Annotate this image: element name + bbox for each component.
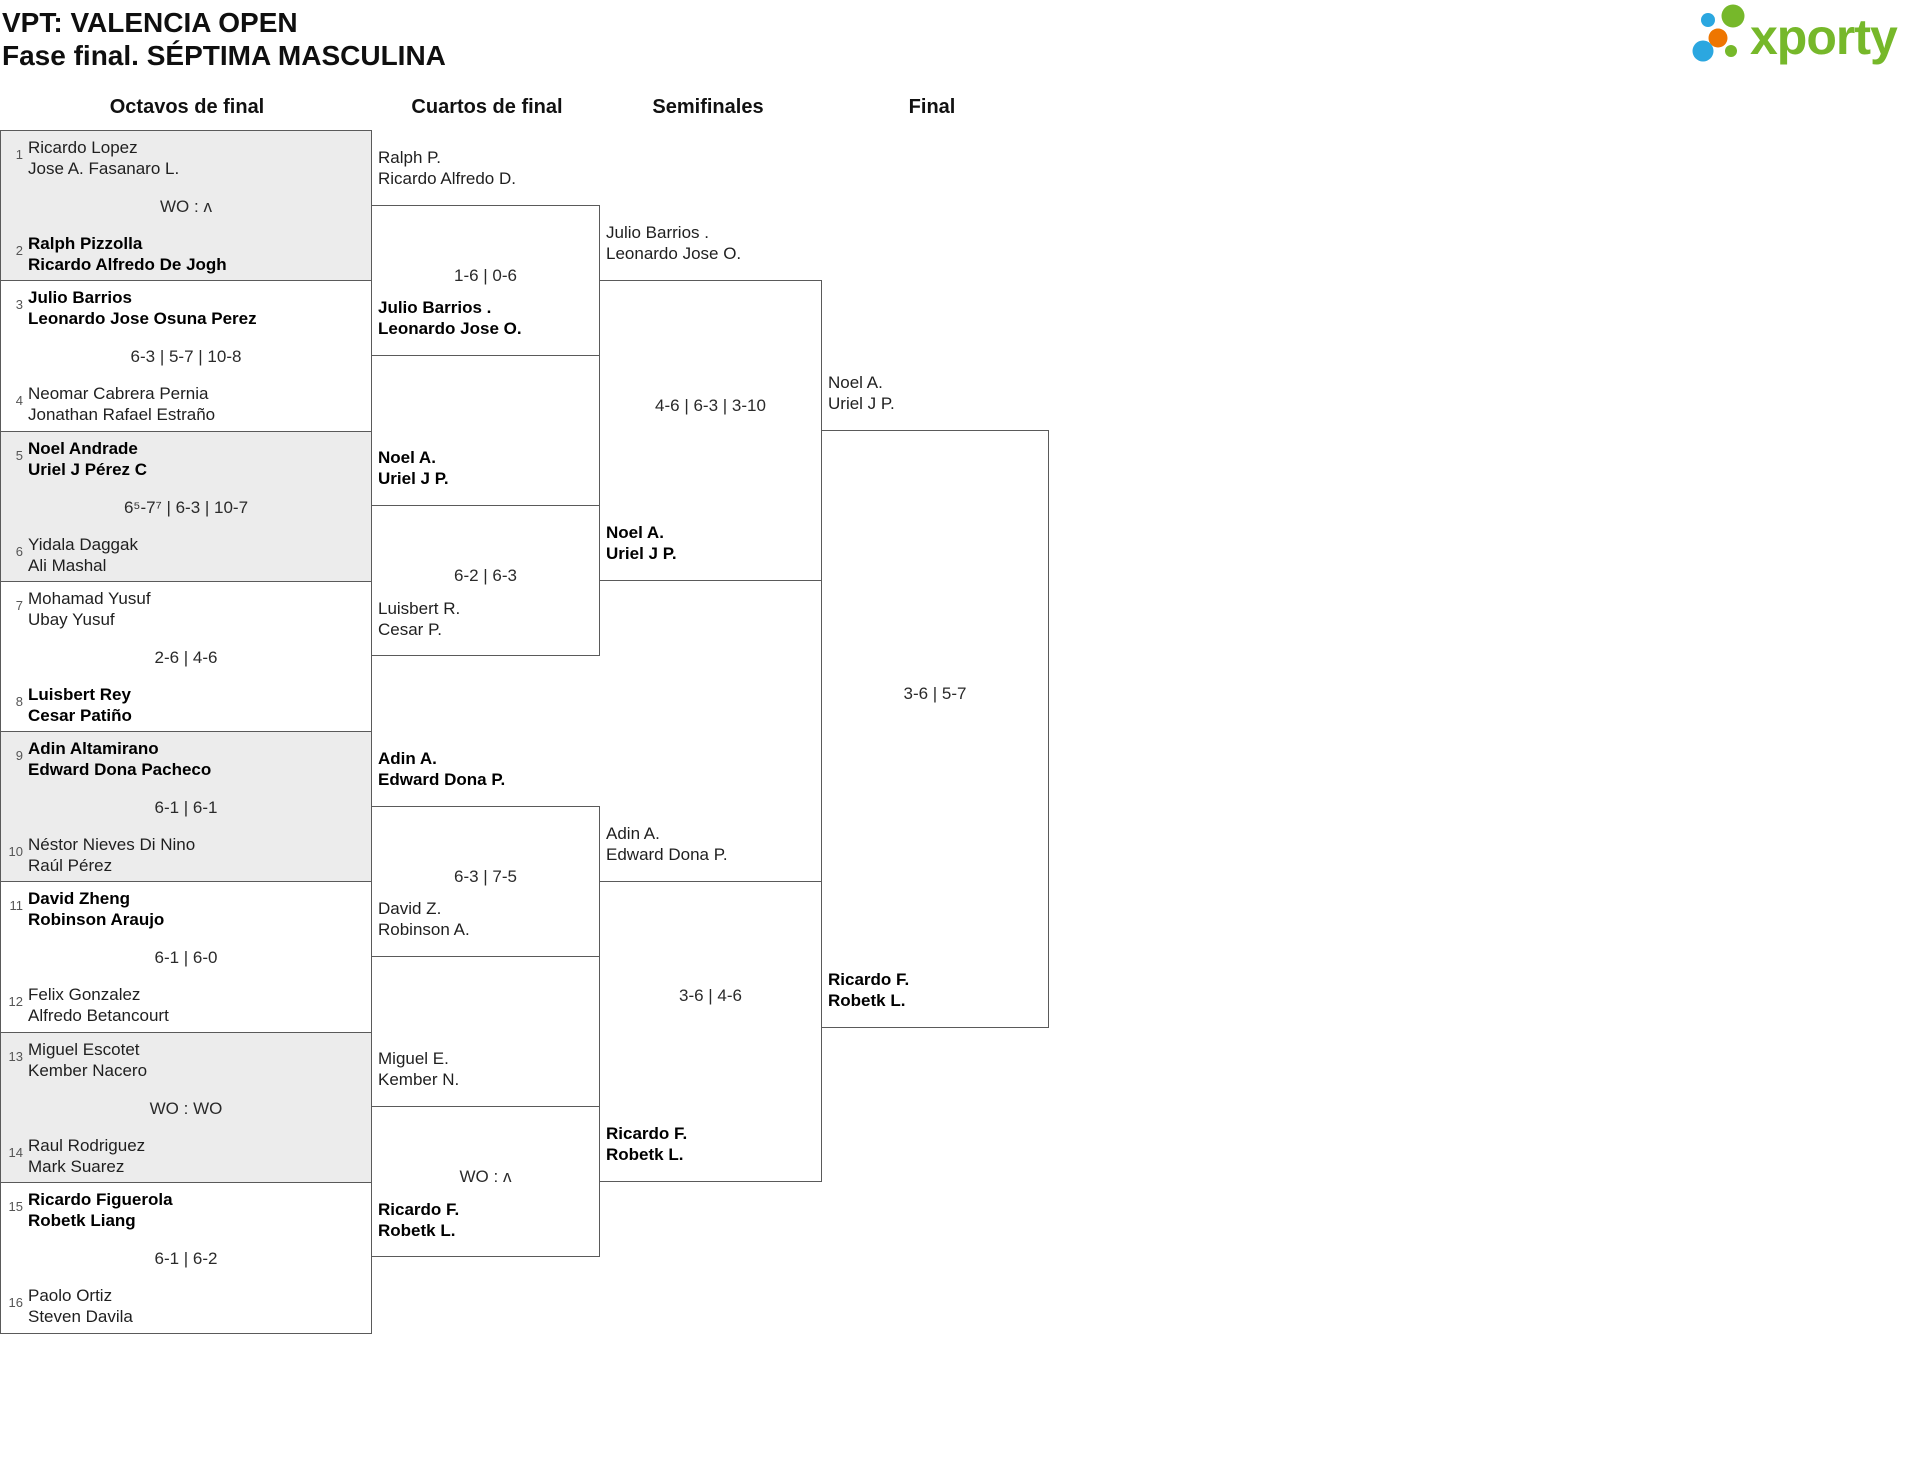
seed-number: 6 (15, 543, 23, 559)
logo-dot-blue-small (1701, 13, 1715, 27)
seed-number: 8 (15, 693, 23, 709)
team-names: Noel Andrade Uriel J Pérez C (28, 438, 148, 479)
match-score: 4-6 | 6-3 | 3-10 (655, 396, 766, 415)
logo-dot-green-big (1721, 4, 1745, 28)
match-score: WO : ʌ (459, 1167, 512, 1186)
team-names: Julio Barrios Leonardo Jose Osuna Perez (28, 288, 257, 329)
match-score: 6⁵-7⁷ | 6-3 | 10-7 (123, 497, 249, 517)
round-header-cuartos: Cuartos de final (411, 96, 563, 118)
tournament-name: VPT: VALENCIA OPEN (2, 7, 298, 38)
final-match-box: 3-6 | 5-7 (821, 430, 1049, 1028)
r16-match-6: 11 David Zheng Robinson Araujo 6-1 | 6-0… (1, 882, 371, 1033)
seed-number: 16 (8, 1294, 23, 1310)
seed-number: 9 (15, 748, 23, 763)
seed-number: 1 (15, 147, 23, 162)
team-names: Adin Altamirano Edward Dona Pacheco (28, 739, 212, 779)
match-score: 6-2 | 6-3 (453, 566, 517, 585)
phase-category: Fase final. SÉPTIMA MASCULINA (2, 40, 446, 71)
seed-number: 12 (8, 994, 23, 1010)
team-names: Raul Rodriguez Mark Suarez (28, 1135, 146, 1176)
final-top-team: Noel A. Uriel J P. (828, 373, 895, 413)
match-score: 6-1 | 6-1 (154, 798, 218, 817)
r16-match-7: 13 Miguel Escotet Kember Nacero WO : WO … (1, 1032, 371, 1183)
r16-match-3: 5 Noel Andrade Uriel J Pérez C 6⁵-7⁷ | 6… (1, 431, 371, 582)
match-score: 6-3 | 5-7 | 10-8 (130, 347, 242, 367)
match-score: 6-3 | 7-5 (453, 867, 517, 886)
team-names: Ralph Pizzolla Ricardo Alfredo De Jogh (28, 234, 227, 274)
match-score: 6-1 | 6-2 (154, 1248, 218, 1268)
qf4-bottom-team: Ricardo F. Robetk L. (378, 1200, 460, 1240)
r16-match-2: 3 Julio Barrios Leonardo Jose Osuna Pere… (1, 281, 371, 432)
team-names: Paolo Ortiz Steven Davila (28, 1285, 133, 1326)
sf1-top-team: Julio Barrios . Leonardo Jose O. (606, 223, 742, 263)
team-names: Luisbert Rey Cesar Patiño (28, 684, 132, 725)
qf3-top-team: Adin A. Edward Dona P. (378, 749, 506, 789)
match-score: 3-6 | 4-6 (678, 986, 742, 1005)
logo-dot-blue-big (1692, 40, 1714, 62)
seed-number: 4 (15, 393, 23, 409)
round-of-16-column: 1 Ricardo Lopez Jose A. Fasanaro L. WO :… (0, 130, 372, 1334)
team-names: Néstor Nieves Di Nino Raúl Pérez (28, 835, 196, 875)
seed-number: 15 (8, 1198, 23, 1214)
final-bottom-team: Ricardo F. Robetk L. (828, 970, 910, 1010)
r16-match-8: 15 Ricardo Figuerola Robetk Liang 6-1 | … (1, 1183, 371, 1333)
r16-match-4: 7 Mohamad Yusuf Ubay Yusuf 2-6 | 4-6 8 L… (1, 582, 371, 732)
match-score: 2-6 | 4-6 (154, 647, 218, 667)
logo-wordmark: xporty (1750, 9, 1898, 65)
page-title: VPT: VALENCIA OPEN Fase final. SÉPTIMA M… (2, 6, 446, 72)
qf4-top-team: Miguel E. Kember N. (378, 1049, 460, 1089)
qf3-bottom-team: David Z. Robinson A. (378, 899, 470, 939)
sf2-top-team: Adin A. Edward Dona P. (606, 824, 728, 864)
qf1-bottom-team: Julio Barrios . Leonardo Jose O. (378, 298, 522, 338)
round-header-semifinales: Semifinales (652, 96, 764, 118)
match-score: WO : WO (149, 1098, 223, 1118)
match-score: WO : ʌ (160, 197, 212, 216)
seed-number: 7 (15, 597, 23, 613)
qf2-bottom-team: Luisbert R. Cesar P. (378, 599, 461, 639)
semifinal-match-box-2: 3-6 | 4-6 (599, 881, 822, 1182)
r16-match-1: 1 Ricardo Lopez Jose A. Fasanaro L. WO :… (1, 131, 371, 282)
team-names: Miguel Escotet Kember Nacero (28, 1039, 148, 1080)
seed-number: 11 (9, 898, 24, 914)
seed-number: 2 (15, 243, 23, 258)
r16-match-5: 9 Adin Altamirano Edward Dona Pacheco 6-… (1, 732, 371, 883)
sf1-bottom-team: Noel A. Uriel J P. (606, 523, 677, 563)
team-names: Ricardo Lopez Jose A. Fasanaro L. (28, 138, 180, 178)
sf2-bottom-team: Ricardo F. Robetk L. (606, 1124, 688, 1164)
team-names: Yidala Daggak Ali Mashal (28, 534, 138, 575)
logo-dot-green-small (1725, 45, 1737, 57)
qf1-top-team: Ralph P. Ricardo Alfredo D. (378, 148, 516, 188)
match-score: 3-6 | 5-7 (903, 684, 967, 703)
team-names: Mohamad Yusuf Ubay Yusuf (28, 588, 151, 629)
round-header-final: Final (908, 96, 956, 118)
team-names: Felix Gonzalez Alfredo Betancourt (28, 985, 169, 1026)
qf2-top-team: Noel A. Uriel J P. (378, 448, 449, 488)
seed-number: 13 (8, 1048, 23, 1064)
seed-number: 10 (8, 844, 23, 859)
team-names: Ricardo Figuerola Robetk Liang (28, 1189, 173, 1230)
xporty-logo[interactable]: xporty (1690, 4, 1920, 76)
team-names: Neomar Cabrera Pernia Jonathan Rafael Es… (28, 384, 216, 425)
round-header-octavos: Octavos de final (109, 96, 265, 118)
match-score: 1-6 | 0-6 (453, 266, 517, 285)
team-names: David Zheng Robinson Araujo (28, 889, 165, 930)
seed-number: 5 (15, 447, 23, 463)
logo-dot-orange (1708, 28, 1728, 48)
seed-number: 3 (15, 297, 23, 313)
match-score: 6-1 | 6-0 (154, 948, 218, 968)
seed-number: 14 (8, 1144, 23, 1160)
